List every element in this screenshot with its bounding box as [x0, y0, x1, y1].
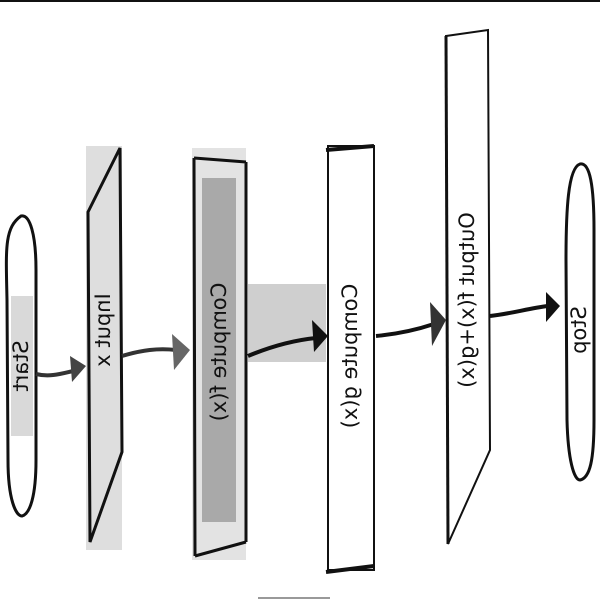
connector-line	[121, 347, 177, 358]
compute-fx-shape	[192, 156, 248, 558]
node-start: Start	[4, 214, 38, 518]
connector-fx-gx	[247, 284, 328, 362]
compute-gx-label: Compute g(x)	[338, 284, 362, 429]
start-label: Start	[9, 340, 33, 391]
connector-line	[489, 304, 549, 318]
output-left-edge	[444, 35, 450, 545]
input-shade	[86, 146, 122, 550]
compute-gx-bottom-edge	[325, 564, 375, 574]
connector-output-stop	[489, 292, 560, 322]
node-compute-fx: Compute f(x)	[192, 148, 248, 560]
connector-line	[247, 336, 317, 358]
connector-input-fx	[121, 334, 190, 370]
arrowhead	[546, 292, 560, 322]
input-shape	[86, 147, 124, 543]
output-label: Output f(x)+g(x)	[455, 212, 479, 388]
connector-line	[375, 322, 435, 338]
arrowhead	[172, 334, 190, 370]
node-compute-gx: Compute g(x)	[325, 144, 375, 574]
input-label: Input x	[91, 293, 115, 366]
compute-fx-label: Compute f(x)	[207, 283, 231, 422]
node-input: Input x	[86, 146, 124, 550]
arrowhead	[312, 320, 328, 352]
stop-shape	[564, 162, 596, 482]
connector-gx-output	[375, 302, 446, 346]
stop-label: Stop	[567, 306, 591, 354]
node-output: Output f(x)+g(x)	[444, 28, 492, 545]
arrowhead	[430, 302, 446, 346]
compute-gx-box	[327, 145, 375, 571]
arrowhead	[70, 356, 86, 382]
connector-start-input	[35, 356, 86, 382]
compute-gx-top-edge	[325, 144, 375, 152]
start-label-shade	[11, 296, 33, 436]
compute-fx-inner-shade	[202, 178, 236, 522]
node-stop: Stop	[564, 162, 596, 482]
